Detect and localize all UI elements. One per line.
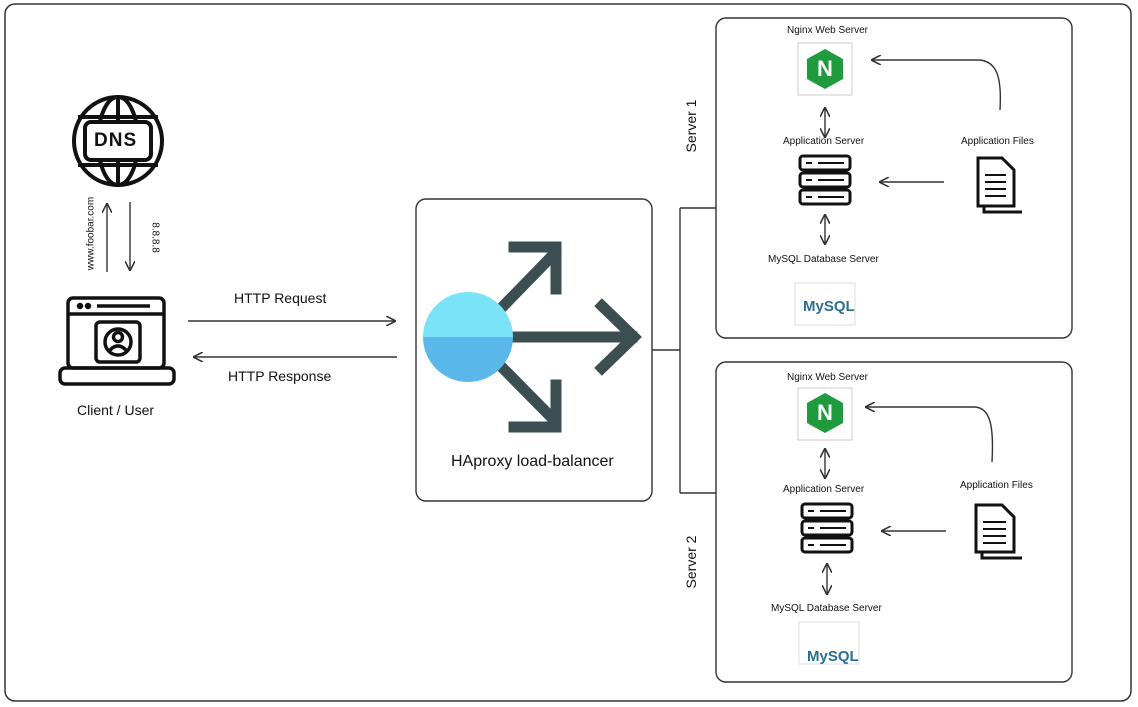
- dns-globe-icon: [72, 95, 164, 187]
- dns-answer-label: 8.8.8.8: [149, 222, 161, 253]
- http-response-label: HTTP Response: [228, 368, 332, 384]
- dns-query-label: www.foobar.com: [85, 196, 97, 271]
- load-balancer-icon: [423, 241, 642, 433]
- server-2-box: [715, 361, 1073, 683]
- server-1-files-nginx-arrow: [872, 60, 1002, 111]
- server-2-mysql-logo-frame: [798, 621, 860, 665]
- server-1-nginx-logo: [797, 42, 853, 96]
- server-1-box: [715, 17, 1073, 339]
- server-2-files-icon: [974, 503, 1022, 560]
- server-1-app-server-label: Application Server: [783, 136, 865, 147]
- server-2-app-server-label: Application Server: [783, 484, 865, 495]
- load-balancer-label: HAproxy load-balancer: [451, 453, 614, 470]
- server-1-db-label: MySQL Database Server: [768, 254, 879, 265]
- server-1-title: Server 1: [683, 99, 699, 153]
- server-2-title: Server 2: [683, 535, 699, 589]
- server-2-files-nginx-arrow: [866, 407, 994, 463]
- outer-frame: [4, 3, 1132, 702]
- http-request-label: HTTP Request: [234, 290, 327, 306]
- server-1-app-files-label: Application Files: [961, 136, 1034, 147]
- server-1-files-icon: [976, 156, 1022, 214]
- server-2-db-label: MySQL Database Server: [771, 603, 882, 614]
- server-2-nginx-logo: [797, 387, 853, 441]
- server-2-nginx-label: Nginx Web Server: [787, 372, 868, 383]
- dns-icon-text: DNS: [94, 130, 138, 151]
- client-label: Client / User: [77, 402, 155, 418]
- laptop-user-icon: [58, 296, 176, 386]
- lb-server-connector: [652, 207, 716, 494]
- server-1-nginx-label: Nginx Web Server: [787, 25, 868, 36]
- server-2-app-server-lines: [808, 510, 846, 546]
- server-1-app-server-lines: [806, 162, 844, 198]
- server-2-mysql-logo-text: MySQL: [807, 648, 859, 665]
- server-1-mysql-logo-text: MySQL: [803, 298, 855, 315]
- server-2-nginx-n: N: [817, 400, 833, 425]
- server-1-mysql-logo-frame: [794, 282, 856, 326]
- server-2-app-files-label: Application Files: [960, 480, 1033, 491]
- server-1-nginx-n: N: [817, 56, 833, 81]
